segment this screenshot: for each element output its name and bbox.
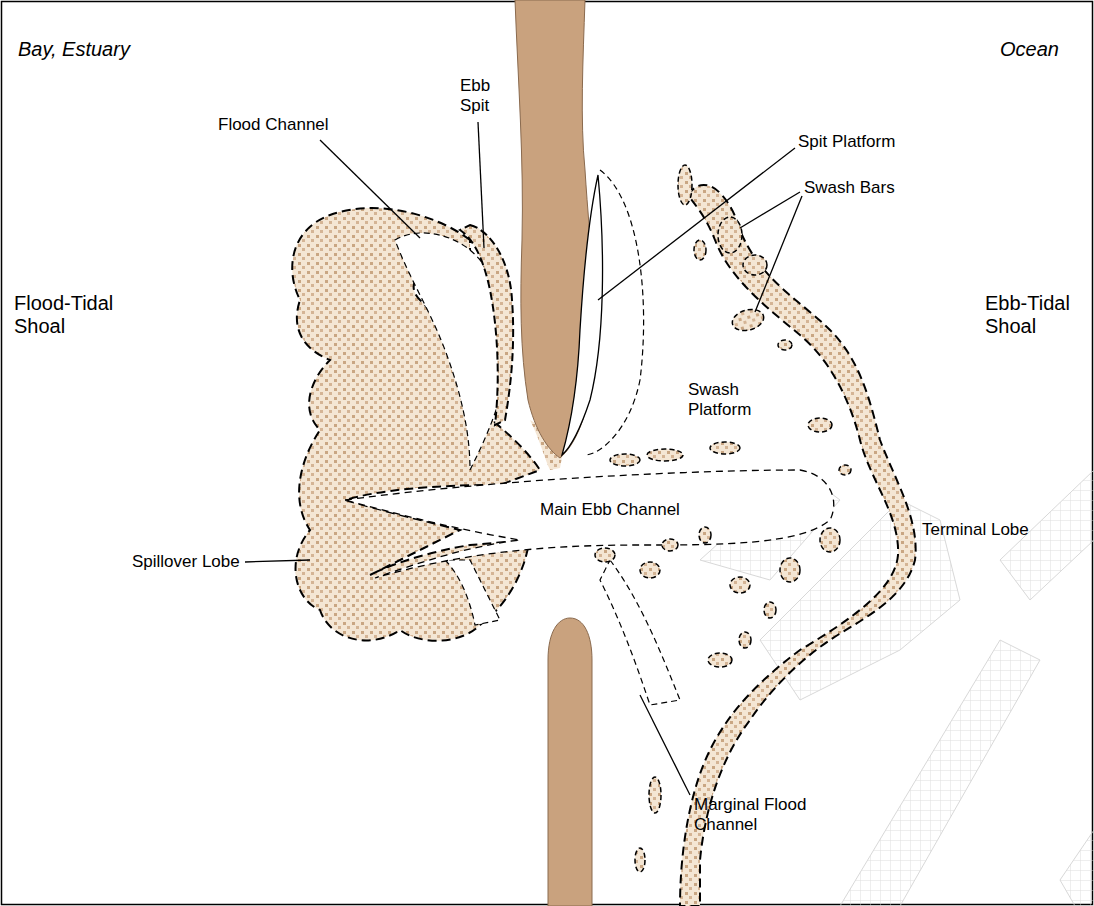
part-label: Marginal Flood Channel: [694, 795, 824, 834]
part-label: Swash Bars: [804, 178, 895, 198]
ebb-spit: [460, 225, 513, 425]
leader-line: [245, 122, 802, 795]
spit-platform: [562, 175, 603, 455]
region-label: Bay, Estuary: [18, 38, 130, 61]
part-label: Spillover Lobe: [132, 552, 240, 572]
part-label: Main Ebb Channel: [540, 500, 680, 520]
part-label: Swash Platform: [688, 380, 768, 419]
terminal-lobe: [680, 185, 916, 906]
part-label: Ebb Spit: [460, 76, 502, 115]
main-ebb-channel: [345, 470, 834, 578]
part-label: Terminal Lobe: [922, 520, 1029, 540]
marginal-flood-channel: [600, 560, 680, 705]
part-label: Spit Platform: [798, 132, 895, 152]
region-label: Ebb-Tidal Shoal: [985, 292, 1085, 338]
region-label: Flood-Tidal Shoal: [14, 292, 134, 338]
region-label: Ocean: [1000, 38, 1059, 61]
part-label: Flood Channel: [218, 115, 329, 135]
flood-tidal-shoal: [292, 208, 540, 641]
shoal-channel: [445, 560, 500, 625]
barrier-island: [548, 618, 592, 906]
